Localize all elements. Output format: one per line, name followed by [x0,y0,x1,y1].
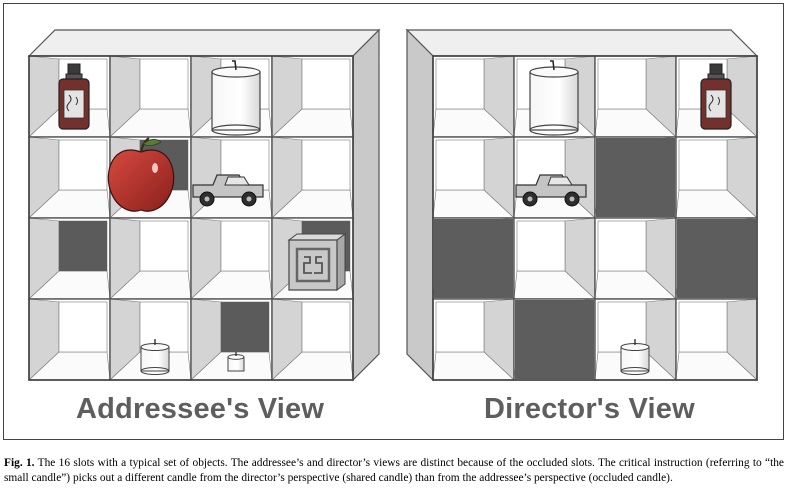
medium-candle-icon [140,339,170,375]
large-candle-icon [529,60,579,136]
shelf-slot [109,55,192,138]
figure-illustration [27,28,759,382]
box-top [405,29,759,57]
occluded-slot [515,300,594,379]
block-icon [287,233,347,291]
addressee-grid [27,28,381,382]
shelf-slot [271,136,354,219]
caption-text: The 16 slots with a typical set of objec… [4,457,784,484]
occluder-panel [221,302,269,352]
shelf-slot [432,298,515,381]
shelf-slot [271,298,354,381]
addressee-view-label: Addressee's View [76,393,325,425]
shelf-slot [190,217,273,300]
shelf-slot [271,55,354,138]
shelf-slot [28,298,111,381]
bottle-icon [700,63,732,130]
box-side [352,28,380,382]
shelf-slot [594,217,677,300]
shelf-slot [513,217,596,300]
toy-truck-icon [192,174,264,207]
shelf-slot [28,217,111,300]
shelf-slot [432,136,515,219]
shelf-slot [594,55,677,138]
bottle-icon [58,63,90,130]
small-candle-icon [227,352,245,372]
box-side [406,28,434,382]
figure-caption: Fig. 1. The 16 slots with a typical set … [4,456,784,485]
grid-outline [432,55,758,381]
grid-outline [28,55,354,381]
toy-truck-icon [515,174,587,207]
medium-candle-icon [620,339,650,375]
caption-label: Fig. 1. [4,457,35,469]
apple-icon [107,137,175,212]
occluded-slot [596,138,675,217]
occluder-panel [59,221,107,271]
shelf-slot [109,298,192,381]
shelf-slot [28,136,111,219]
box-top [27,29,381,57]
large-candle-icon [211,60,261,136]
shelf-slot [675,298,758,381]
director-view-label: Director's View [484,393,695,425]
shelf-slot [675,136,758,219]
director-grid [405,28,759,382]
shelf-slot [109,217,192,300]
occluded-slot [677,219,756,298]
occluded-slot [434,219,513,298]
shelf-slot [432,55,515,138]
